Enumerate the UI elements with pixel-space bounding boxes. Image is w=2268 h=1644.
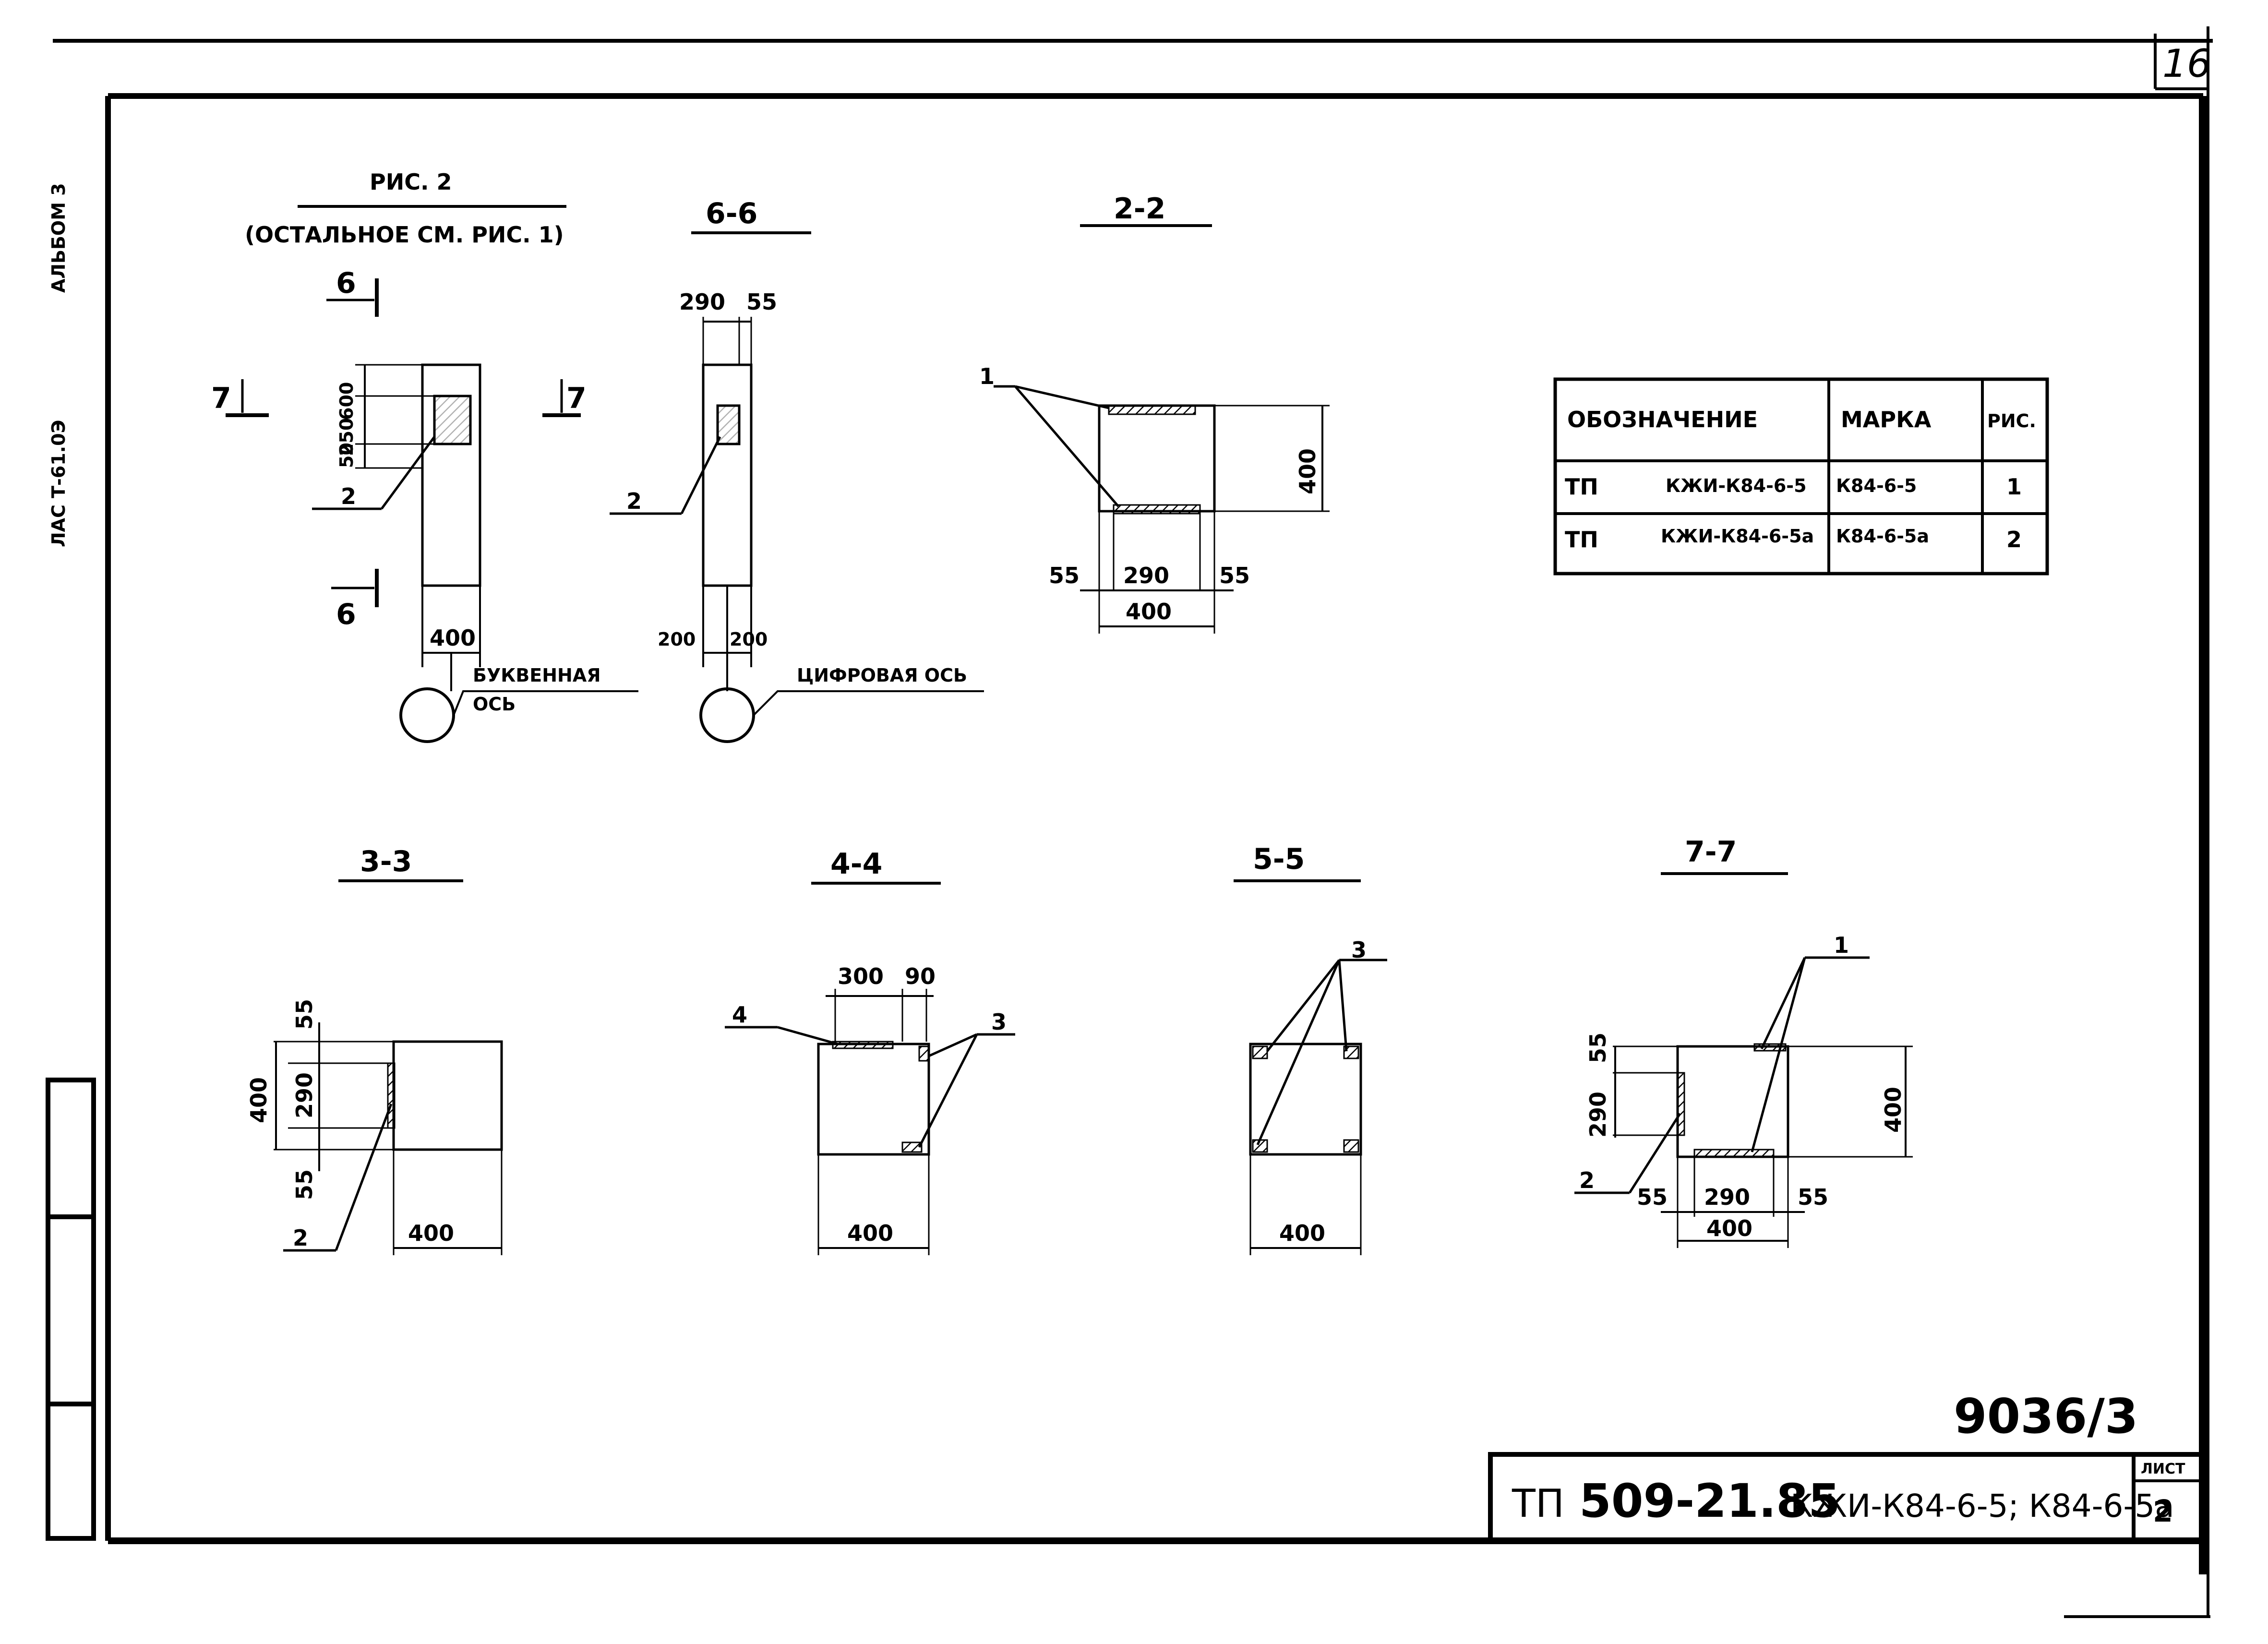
- section-3-3-labels: 3-3 400 55 290 55 400 2: [246, 845, 454, 1251]
- page-number: 16: [2162, 41, 2211, 86]
- section-7-7: [1574, 872, 1913, 1248]
- dim-400-h-44: 400: [847, 1220, 893, 1246]
- designation-table-text: ОБОЗНАЧЕНИЕ МАРКА РИС. ТП КЖИ-К84-6-5 К8…: [1565, 407, 2036, 552]
- section-6-6-title: 6-6: [706, 197, 757, 230]
- dim-55a-22: 55: [1049, 563, 1080, 588]
- dim-200-right: 200: [730, 629, 768, 650]
- figure-subtitle: (ОСТАЛЬНОЕ СМ. РИС. 1): [245, 222, 564, 248]
- figure-caption: РИС. 2 (ОСТАЛЬНОЕ СМ. РИС. 1): [245, 169, 566, 248]
- dim-400-plan: 400: [430, 625, 476, 651]
- dim-55: 55: [746, 289, 777, 315]
- callout-3-55: 3: [1351, 937, 1367, 963]
- callout-1-77: 1: [1834, 932, 1849, 958]
- title-block-text: ТП 509-21.85 КЖИ-К84-6-5; К84-6-5а ЛИСТ …: [1512, 1461, 2185, 1529]
- section-2-2-labels: 2-2 1 400 55 290 55 400: [979, 192, 1320, 624]
- sheet-number: 2: [2153, 1495, 2173, 1529]
- dim-50: 50: [336, 443, 357, 468]
- dim-400-h-55: 400: [1279, 1220, 1325, 1246]
- table-row-1-prefix: ТП: [1565, 474, 1598, 500]
- dim-600: 600: [336, 382, 357, 420]
- designation-table: [1553, 377, 2049, 576]
- dim-290-22: 290: [1123, 563, 1169, 588]
- section-5-5: [1234, 879, 1387, 1255]
- callout-2-77: 2: [1579, 1167, 1595, 1193]
- title-code-prefix: ТП: [1512, 1481, 1564, 1526]
- plan-view-labels: 6 6 7 7 600 250 50 2 400 БУКВЕННАЯ ОСЬ: [211, 266, 601, 715]
- dim-400-h-33: 400: [408, 1220, 454, 1246]
- dim-55a-77: 55: [1637, 1184, 1668, 1210]
- dim-250: 250: [336, 418, 357, 456]
- dim-400-h-22: 400: [1126, 599, 1172, 624]
- section-4-4: [725, 882, 1015, 1255]
- album-label: АЛЬБОМ 3: [48, 183, 69, 293]
- table-header-mark: МАРКА: [1841, 407, 1932, 432]
- section-3-3-title: 3-3: [360, 845, 412, 878]
- dim-400-h-77: 400: [1706, 1215, 1752, 1241]
- table-header-designation: ОБОЗНАЧЕНИЕ: [1567, 407, 1758, 432]
- section-6-6: [610, 231, 984, 743]
- section-5-5-title: 5-5: [1253, 842, 1305, 876]
- title-code-number: 509-21.85: [1579, 1474, 1840, 1528]
- callout-2-plan: 2: [341, 483, 356, 509]
- dim-290-33: 290: [291, 1072, 317, 1118]
- dim-300-44: 300: [838, 963, 884, 989]
- figure-title: РИС. 2: [370, 169, 452, 195]
- section-3-3: [274, 879, 503, 1255]
- axis-digit-label: ЦИФРОВАЯ ОСЬ: [797, 665, 967, 686]
- section-2-2-title: 2-2: [1114, 192, 1165, 226]
- dim-55b-22: 55: [1219, 563, 1250, 588]
- table-row-1-mark: К84-6-5: [1836, 475, 1917, 496]
- table-row-1-designation: КЖИ-К84-6-5: [1666, 475, 1807, 496]
- dim-55b-77: 55: [1798, 1184, 1828, 1210]
- cut-6-top: 6: [336, 266, 356, 300]
- series-label: ЛАС Т-61.0Э: [48, 420, 69, 547]
- dim-400-v-77: 400: [1880, 1087, 1906, 1133]
- callout-2-33: 2: [293, 1225, 308, 1251]
- dim-400-v-22: 400: [1295, 448, 1320, 494]
- table-row-2-fig: 2: [2006, 527, 2022, 552]
- title-description: КЖИ-К84-6-5; К84-6-5а: [1790, 1488, 2174, 1524]
- table-row-2-designation: КЖИ-К84-6-5а: [1661, 526, 1814, 547]
- section-6-6-labels: 6-6 290 55 2 200 200 ЦИФРОВАЯ ОСЬ: [626, 197, 967, 686]
- callout-3-44: 3: [991, 1009, 1007, 1035]
- section-7-7-labels: 7-7 1 2 55 290 400 55 290 55 400: [1579, 835, 1906, 1241]
- callout-2-66: 2: [626, 488, 642, 514]
- callout-4-44: 4: [732, 1002, 747, 1028]
- archive-number: 9036/3: [1954, 1388, 2138, 1444]
- plan-view: [226, 278, 638, 743]
- dim-55b-33: 55: [291, 1169, 317, 1200]
- sheet-frame: [46, 26, 2213, 1618]
- table-header-fig: РИС.: [1987, 410, 2036, 432]
- cut-7-left: 7: [211, 382, 231, 415]
- table-row-2-mark: К84-6-5а: [1836, 526, 1929, 547]
- dim-290v-77: 290: [1585, 1092, 1611, 1138]
- dim-400-v-33: 400: [246, 1077, 272, 1123]
- axis-letter-label: БУКВЕННАЯ: [473, 665, 601, 686]
- cut-7-right: 7: [566, 382, 587, 415]
- cut-6-bottom: 6: [336, 598, 356, 631]
- sheet-label: ЛИСТ: [2141, 1461, 2185, 1477]
- dim-290-77: 290: [1704, 1184, 1750, 1210]
- table-row-1-fig: 1: [2006, 474, 2022, 500]
- dim-200-left: 200: [658, 629, 696, 650]
- section-4-4-labels: 4-4 300 90 4 3 400: [732, 847, 1007, 1246]
- section-4-4-title: 4-4: [830, 847, 882, 881]
- section-5-5-labels: 5-5 3 400: [1253, 842, 1367, 1246]
- table-row-2-prefix: ТП: [1565, 527, 1598, 552]
- axis-letter-label-2: ОСЬ: [473, 694, 516, 715]
- title-block: [1488, 1452, 2206, 1543]
- callout-1-22: 1: [979, 363, 995, 389]
- section-2-2: [994, 224, 1330, 634]
- dim-290: 290: [679, 289, 725, 315]
- dim-55a-33: 55: [291, 999, 317, 1030]
- dim-90-44: 90: [905, 963, 936, 989]
- section-7-7-title: 7-7: [1685, 835, 1737, 869]
- side-labels: АЛЬБОМ 3 ЛАС Т-61.0Э: [48, 183, 69, 547]
- dim-55v-77: 55: [1585, 1032, 1611, 1063]
